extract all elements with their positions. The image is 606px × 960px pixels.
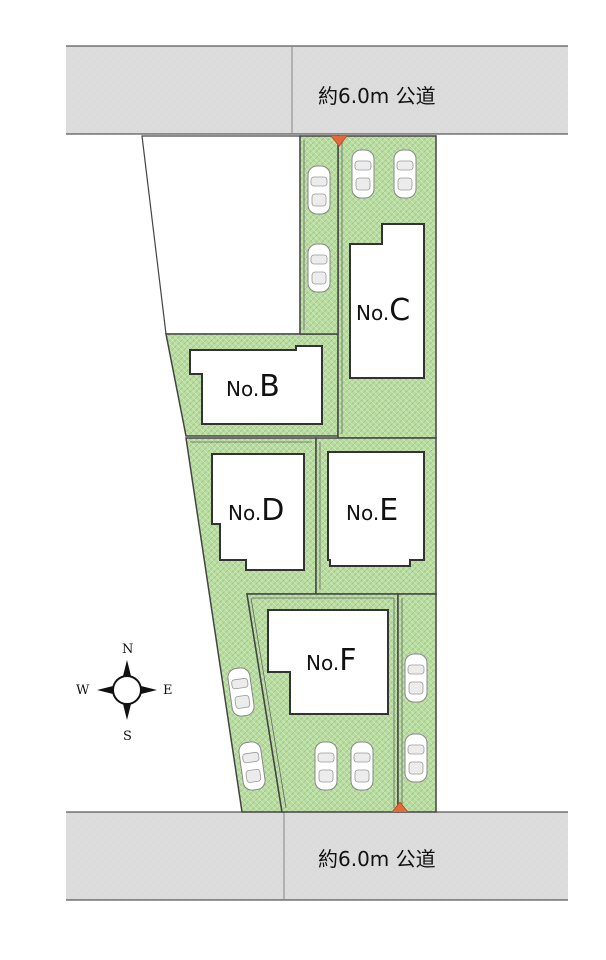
lot-b-prefix: No. xyxy=(226,377,259,401)
house-b: No.B xyxy=(189,345,323,425)
lot-f-letter: F xyxy=(339,643,356,678)
compass-west: W xyxy=(76,683,90,698)
car-icon xyxy=(393,149,417,199)
neighbour-plot-outline xyxy=(141,135,301,335)
lot-d-prefix: No. xyxy=(228,501,261,525)
lot-e-prefix: No. xyxy=(346,501,379,525)
compass-south: S xyxy=(123,729,132,744)
car-icon xyxy=(307,165,331,215)
lot-c-letter: C xyxy=(389,293,410,328)
boundary-marker-icon xyxy=(330,135,348,147)
svg-text:No.F: No.F xyxy=(306,643,356,678)
south-road: 約6.0m 公道 xyxy=(66,811,568,901)
svg-text:No.C: No.C xyxy=(356,293,410,328)
car-icon xyxy=(351,149,375,199)
svg-text:No.E: No.E xyxy=(346,493,398,528)
boundary-inner-lines xyxy=(190,140,403,809)
car-icon xyxy=(404,653,428,703)
north-road-label: 約6.0m 公道 xyxy=(318,84,436,108)
compass-north: N xyxy=(122,642,133,657)
house-f: No.F xyxy=(267,609,389,715)
car-icon xyxy=(314,741,338,791)
south-road-label: 約6.0m 公道 xyxy=(318,847,436,871)
car-icon xyxy=(350,741,374,791)
boundary-marker-icon xyxy=(391,801,409,813)
car-icon xyxy=(404,733,428,783)
compass-icon: N S E W xyxy=(76,642,173,744)
svg-text:No.B: No.B xyxy=(226,369,280,404)
svg-text:No.D: No.D xyxy=(228,493,284,528)
lot-e-letter: E xyxy=(379,493,398,528)
lot-f-prefix: No. xyxy=(306,651,339,675)
lot-c-prefix: No. xyxy=(356,301,389,325)
north-road: 約6.0m 公道 xyxy=(66,45,568,135)
lot-b-letter: B xyxy=(259,369,280,404)
house-e: No.E xyxy=(327,451,425,567)
car-icon xyxy=(307,243,331,293)
house-d: No.D xyxy=(211,453,305,571)
house-c: No.C xyxy=(349,223,425,379)
lot-d-letter: D xyxy=(261,493,284,528)
compass-east: E xyxy=(163,683,173,698)
